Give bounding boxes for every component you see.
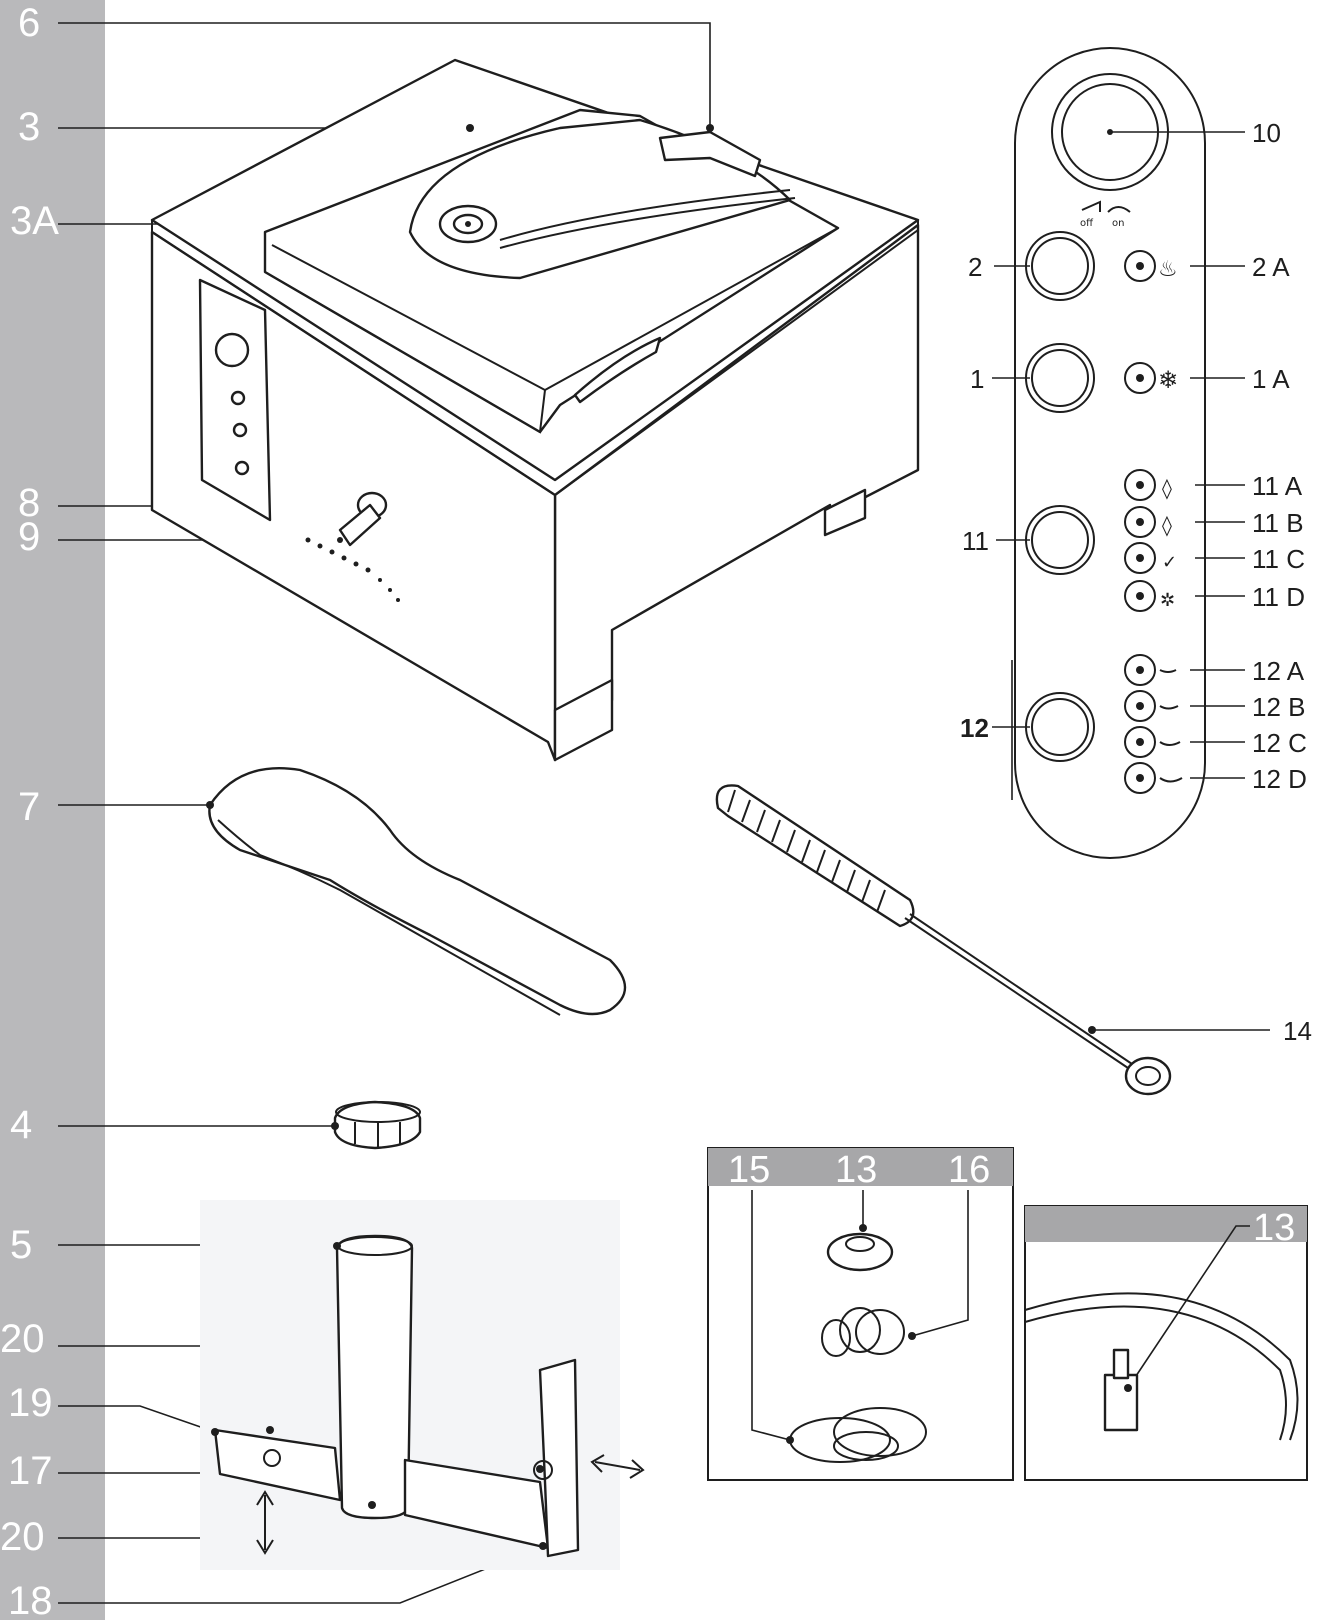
label-14: 14 <box>1283 1016 1312 1046</box>
label-12c: 12 C <box>1252 728 1307 758</box>
label-sidebar <box>0 0 105 1620</box>
meat-icon: ◊ <box>1162 476 1172 500</box>
label-11: 11 <box>962 526 989 556</box>
label-6: 6 <box>18 1 40 45</box>
label-12b: 12 B <box>1252 692 1306 722</box>
lid-off-label: off <box>1080 218 1094 229</box>
panel-icons: ♨ ❄ ◊ ◊ ✓ ✲ <box>1158 257 1183 783</box>
label-8: 8 <box>18 481 40 525</box>
label-17: 17 <box>8 1449 53 1493</box>
snowflake-icon: ❄ <box>1158 366 1178 394</box>
label-18: 18 <box>8 1579 53 1620</box>
label-1a: 1 A <box>1252 364 1290 394</box>
seal-detail-header <box>1025 1206 1307 1242</box>
label-11b: 11 B <box>1252 508 1304 538</box>
label-11d: 11 D <box>1252 582 1305 612</box>
seal-box-header <box>708 1148 1013 1186</box>
wave-2-icon <box>1159 705 1179 710</box>
vent-dots <box>305 537 400 602</box>
liquid-icon: ✲ <box>1160 590 1175 611</box>
label-4: 4 <box>10 1103 32 1147</box>
label-2: 2 <box>968 252 982 282</box>
label-1: 1 <box>970 364 984 394</box>
seal-parts-box: 15 13 16 <box>707 1147 1014 1481</box>
label-12: 12 <box>960 713 989 743</box>
label-12a: 12 A <box>1252 656 1305 686</box>
seal-detail-box: 13 <box>1024 1205 1308 1481</box>
label-11a: 11 A <box>1252 471 1303 501</box>
label-12d: 12 D <box>1252 764 1307 794</box>
label-19: 19 <box>8 1381 53 1425</box>
label-3a: 3A <box>10 199 59 243</box>
cleaning-brush-illustration <box>715 784 1270 1096</box>
vegetable-icon: ✓ <box>1162 552 1177 573</box>
label-20-bottom: 20 <box>0 1515 45 1559</box>
header-15: 15 <box>728 1149 770 1191</box>
nut-illustration <box>331 1100 422 1150</box>
label-20-top: 20 <box>0 1317 45 1361</box>
label-3: 3 <box>18 105 40 149</box>
wave-4-icon <box>1159 777 1183 783</box>
vacuum-machine-illustration <box>150 58 920 762</box>
label-10: 10 <box>1252 118 1281 148</box>
label-9: 9 <box>18 515 40 559</box>
spatula-illustration <box>206 766 627 1016</box>
label-13-detail: 13 <box>1253 1207 1295 1249</box>
tube-bracket-illustration <box>200 1200 645 1570</box>
fish-icon: ◊ <box>1162 513 1172 537</box>
header-16: 16 <box>948 1149 990 1191</box>
label-5: 5 <box>10 1223 32 1267</box>
wave-1-icon <box>1159 669 1177 673</box>
label-7: 7 <box>18 785 40 829</box>
label-11c: 11 C <box>1252 544 1305 574</box>
header-13: 13 <box>835 1149 877 1191</box>
label-2a: 2 A <box>1252 252 1290 282</box>
wave-3-icon <box>1159 741 1181 746</box>
lid-on-label: on <box>1112 218 1124 229</box>
control-panel-illustration <box>992 47 1245 859</box>
jars-icon: ♨ <box>1158 257 1178 282</box>
